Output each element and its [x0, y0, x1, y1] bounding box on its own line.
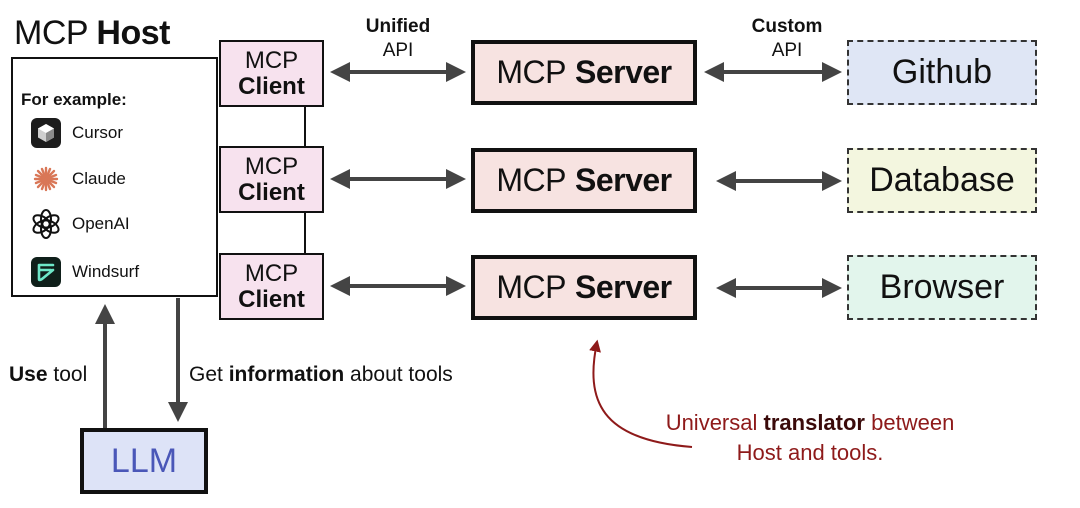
server-label-light: MCP — [496, 269, 566, 305]
client-label-top: MCP — [244, 153, 299, 181]
app-label: Cursor — [72, 123, 124, 142]
use-tool-bold: Use — [9, 363, 48, 386]
app-claude: Claude — [30, 163, 126, 195]
custom-api-label: Custom API — [727, 15, 847, 63]
app-windsurf: Windsurf — [30, 256, 139, 288]
client-label-bottom: Client — [238, 285, 305, 313]
get-info-post: about tools — [350, 363, 453, 386]
llm-box: LLM — [80, 428, 208, 494]
get-info-label: Get information about tools — [189, 363, 453, 387]
server-label-light: MCP — [496, 54, 566, 90]
app-label: Windsurf — [72, 262, 140, 281]
translator-note: Universal translator between Host and to… — [630, 408, 990, 467]
app-label: Claude — [72, 169, 126, 188]
server-label-light: MCP — [496, 162, 566, 198]
mcp-client-2: MCP Client — [219, 146, 324, 213]
tool-github: Github — [847, 40, 1037, 105]
unified-api-bottom: API — [382, 39, 414, 61]
unified-api-top: Unified — [365, 16, 431, 37]
mcp-server-1: MCP Server — [471, 40, 697, 105]
host-title-bold: Host — [96, 14, 170, 52]
translator-post: between — [871, 410, 955, 435]
client-label-top: MCP — [244, 47, 299, 75]
translator-bold: translator — [763, 410, 865, 435]
openai-icon — [30, 208, 62, 240]
host-title: MCP Host — [14, 14, 170, 53]
get-info-bold: information — [228, 363, 345, 386]
mcp-server-2: MCP Server — [471, 148, 697, 213]
client-label-top: MCP — [244, 260, 299, 288]
custom-api-top: Custom — [751, 16, 823, 37]
mcp-server-3: MCP Server — [471, 255, 697, 320]
client-label-bottom: Client — [238, 72, 305, 100]
use-tool-rest: tool — [53, 363, 88, 386]
translator-note-line1: Universal translator between — [630, 408, 990, 438]
mcp-client-3: MCP Client — [219, 253, 324, 320]
app-cursor: Cursor — [30, 117, 123, 149]
tool-database: Database — [847, 148, 1037, 213]
translator-pre: Universal — [665, 410, 758, 435]
translator-note-line2: Host and tools. — [736, 439, 884, 465]
use-tool-label: Use tool — [9, 363, 87, 387]
host-title-light: MCP — [14, 14, 88, 52]
claude-icon — [30, 163, 62, 195]
custom-api-bottom: API — [771, 39, 803, 61]
client-label-bottom: Client — [238, 178, 305, 206]
server-label-bold: Server — [574, 269, 672, 305]
tool-browser: Browser — [847, 255, 1037, 320]
get-info-pre: Get — [189, 363, 223, 386]
examples-label: For example: — [21, 90, 127, 109]
server-label-bold: Server — [574, 54, 672, 90]
windsurf-icon — [30, 256, 62, 288]
unified-api-label: Unified API — [343, 15, 453, 63]
server-label-bold: Server — [574, 162, 672, 198]
translator-curve-arrow — [589, 339, 693, 448]
mcp-client-1: MCP Client — [219, 40, 324, 107]
app-openai: OpenAI — [30, 208, 130, 240]
cursor-icon — [30, 117, 62, 149]
app-label: OpenAI — [72, 214, 130, 233]
